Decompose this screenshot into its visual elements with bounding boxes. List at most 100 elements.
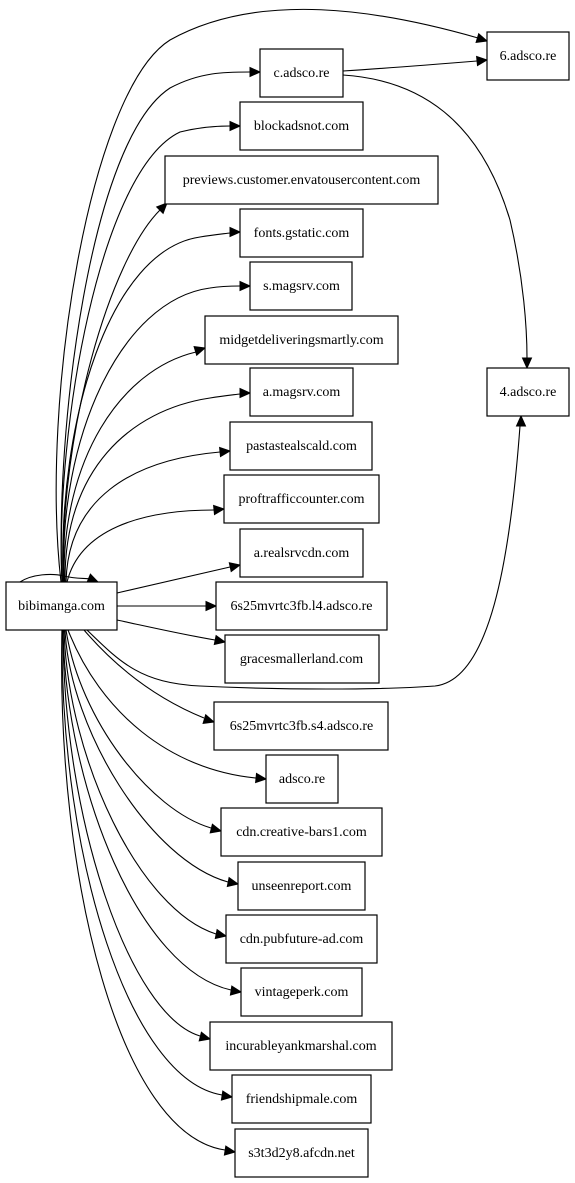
arrowhead — [193, 346, 207, 357]
edge-line — [62, 629, 232, 991]
graph-nodes: bibimanga.com 6.adsco.re c.adsco.re 4.ad… — [5, 31, 570, 1178]
node-6s25-l4[interactable]: 6s25mvrtc3fb.l4.adsco.re — [215, 581, 388, 631]
arrowhead — [226, 876, 240, 888]
arrowhead — [220, 1090, 234, 1101]
edge-n_root-to-n_areal — [116, 562, 242, 594]
node-pubfuture[interactable]: cdn.pubfuture-ad.com — [225, 914, 378, 964]
edge-n_root-to-n_midget — [63, 346, 207, 583]
node-unseenreport[interactable]: unseenreport.com — [237, 861, 366, 911]
node-bibimanga[interactable]: bibimanga.com — [5, 581, 118, 631]
arrowhead — [214, 928, 228, 940]
edge-n_root-to-n_envato — [62, 202, 168, 583]
edge-line — [342, 60, 478, 72]
node-grace[interactable]: gracesmallerland.com — [224, 634, 380, 684]
edge-line — [19, 573, 92, 583]
node-label: a.magsrv.com — [263, 385, 341, 400]
edge-line — [62, 232, 231, 583]
graph-edges — [19, 8, 533, 1156]
arrowhead — [86, 573, 100, 584]
node-label: s3t3d2y8.afcdn.net — [248, 1146, 355, 1161]
node-label: c.adsco.re — [274, 66, 330, 81]
node-c-adsco[interactable]: c.adsco.re — [259, 48, 344, 98]
node-label: pastastealscald.com — [246, 439, 357, 454]
node-midget[interactable]: midgetdeliveringsmartly.com — [204, 315, 399, 365]
node-incurable[interactable]: incurableyankmarshal.com — [209, 1021, 393, 1071]
arrowhead — [198, 1031, 212, 1042]
node-friendshipmale[interactable]: friendshipmale.com — [231, 1074, 372, 1124]
node-a-magsrv[interactable]: a.magsrv.com — [249, 367, 354, 417]
arrowhead — [229, 985, 243, 996]
arrowhead — [229, 120, 242, 132]
node-fonts-gstatic[interactable]: fonts.gstatic.com — [239, 208, 364, 258]
node-vintageperk[interactable]: vintageperk.com — [240, 967, 363, 1017]
node-s-magsrv[interactable]: s.magsrv.com — [249, 261, 353, 311]
edge-n_root-to-n_6s25l4 — [117, 600, 218, 612]
edge-line — [65, 451, 221, 583]
edge-line — [62, 209, 161, 583]
arrowhead — [213, 634, 227, 646]
node-label: s.magsrv.com — [263, 279, 340, 294]
edge-line — [65, 629, 212, 829]
edge-n_root-to-n_cads — [60, 66, 262, 583]
edge-line — [61, 629, 223, 1096]
node-label: vintageperk.com — [255, 985, 349, 1000]
arrowhead — [475, 32, 489, 43]
node-label: midgetdeliveringsmartly.com — [219, 333, 383, 348]
edge-line — [66, 509, 215, 583]
arrowhead — [228, 562, 242, 573]
edge-line — [63, 285, 241, 583]
edge-n_root-to-n_smag — [63, 280, 252, 583]
edge-n_root-to-n_proft — [66, 504, 226, 583]
node-6s25-s4[interactable]: 6s25mvrtc3fb.s4.adsco.re — [213, 701, 389, 751]
edge-line — [342, 74, 528, 359]
edge-line — [83, 629, 205, 719]
edge-line — [62, 629, 201, 1037]
node-label: friendshipmale.com — [246, 1092, 358, 1107]
edge-n_root-to-n_adsco — [67, 629, 268, 784]
node-label: unseenreport.com — [252, 879, 352, 894]
node-label: previews.customer.envatousercontent.com — [183, 173, 421, 188]
node-creative-bars[interactable]: cdn.creative-bars1.com — [220, 807, 383, 857]
node-label: gracesmallerland.com — [240, 652, 363, 667]
arrowhead — [239, 387, 252, 399]
arrowhead — [255, 772, 268, 784]
node-s3t3d2y8[interactable]: s3t3d2y8.afcdn.net — [234, 1128, 369, 1178]
edge-n_root-to-n_block — [60, 120, 242, 583]
edge-line — [67, 629, 257, 779]
edge-n_root-to-n_s3t3 — [61, 629, 237, 1156]
arrowhead — [249, 66, 262, 78]
node-envato[interactable]: previews.customer.envatousercontent.com — [164, 155, 439, 205]
edge-line — [63, 351, 197, 583]
node-label: 4.adsco.re — [500, 385, 557, 400]
arrowhead — [223, 1145, 237, 1156]
edge-line — [60, 125, 231, 583]
edge-n_root-to-n_grace — [116, 619, 227, 646]
edge-line — [61, 629, 226, 1151]
edge-line — [64, 629, 229, 883]
arrowhead — [202, 713, 216, 724]
node-6-adsco[interactable]: 6.adsco.re — [486, 31, 570, 81]
edge-n_root-to-n_root — [19, 573, 100, 584]
arrowhead — [229, 226, 242, 238]
node-a-realsrvcdn[interactable]: a.realsrvcdn.com — [239, 528, 364, 578]
arrowhead — [213, 504, 226, 516]
node-label: cdn.pubfuture-ad.com — [240, 932, 364, 947]
node-label: blockadsnot.com — [254, 119, 349, 134]
edge-n_root-to-n_vintage — [62, 629, 243, 996]
node-label: fonts.gstatic.com — [254, 226, 350, 241]
node-pasta[interactable]: pastastealscald.com — [229, 421, 373, 471]
node-proft[interactable]: proftrafficcounter.com — [223, 474, 380, 524]
edge-n_root-to-n_creative — [65, 629, 223, 834]
node-label: a.realsrvcdn.com — [254, 546, 350, 561]
arrowhead — [515, 414, 527, 427]
arrowhead — [476, 55, 489, 67]
node-adsco-re[interactable]: adsco.re — [265, 754, 339, 804]
edge-n_root-to-n_incur — [62, 629, 212, 1042]
node-blockadsnot[interactable]: blockadsnot.com — [239, 101, 364, 151]
edge-n_root-to-n_4ads — [86, 414, 527, 690]
edge-line — [116, 619, 216, 641]
node-label: proftrafficcounter.com — [238, 492, 364, 507]
node-4-adsco[interactable]: 4.adsco.re — [486, 367, 570, 417]
arrowhead — [155, 202, 168, 215]
